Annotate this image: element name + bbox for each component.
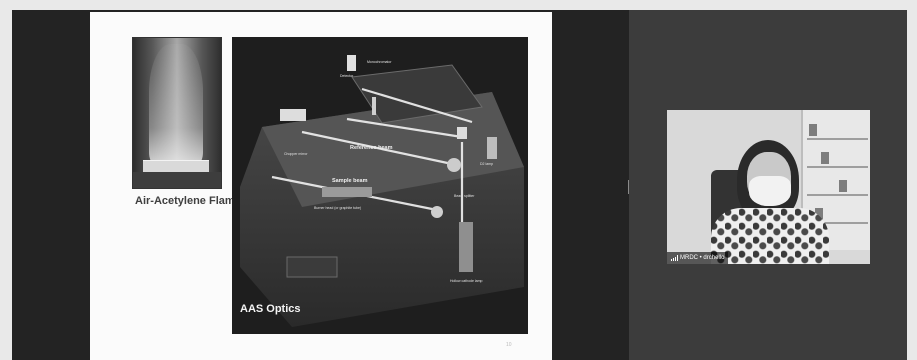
book xyxy=(821,152,829,164)
label-sample-beam: Sample beam xyxy=(332,178,368,184)
d2-lamp-icon xyxy=(487,137,497,159)
mirror-right xyxy=(457,127,467,139)
label-reference-beam: Reference beam xyxy=(350,145,393,151)
hollow-cathode-lamp-icon xyxy=(459,222,473,272)
top-strip xyxy=(12,0,907,10)
connection-signal-icon xyxy=(671,255,678,261)
label-chopper: Chopper mirror xyxy=(284,152,308,156)
detector-icon xyxy=(347,55,356,71)
flame-photo xyxy=(132,37,222,189)
optics-title: AAS Optics xyxy=(240,303,301,315)
burner-head-icon xyxy=(322,187,372,197)
presentation-slide: Air-Acetylene Flame xyxy=(90,12,552,360)
screen-share-area: Air-Acetylene Flame xyxy=(12,10,629,360)
front-handle xyxy=(287,257,337,277)
burner-base xyxy=(133,172,221,188)
label-detector: Detector xyxy=(340,74,354,78)
mirror-left xyxy=(280,109,306,121)
shelf-row xyxy=(807,138,868,140)
label-burner-head: Burner head (or graphite tube) xyxy=(314,206,361,210)
slide-page-number: 10 xyxy=(506,342,512,348)
label-hollow-cathode: Hollow cathode lamp xyxy=(450,279,483,283)
participant-body xyxy=(711,208,829,264)
label-monochromator: Monochromator xyxy=(367,60,392,64)
face-mask xyxy=(749,176,791,206)
shelf-row xyxy=(807,166,868,168)
label-d2-lamp: D2 lamp xyxy=(480,162,493,166)
lens-icon xyxy=(431,206,443,218)
participant-name: MRDC • drchello xyxy=(680,255,724,261)
flame-glow xyxy=(149,44,203,164)
shelf-row xyxy=(807,194,868,196)
meeting-window: Air-Acetylene Flame xyxy=(12,10,907,360)
participant-panel: MRDC • drchello xyxy=(629,10,907,360)
participant-video-tile[interactable]: MRDC • drchello xyxy=(667,110,870,264)
book xyxy=(809,124,817,136)
aas-optics-diagram: Monochromator Detector Chopper mirror Re… xyxy=(232,37,528,334)
label-beam-splitter: Beam splitter xyxy=(454,194,475,198)
participant-nametag: MRDC • drchello xyxy=(667,252,728,264)
aas-instrument-illustration: Monochromator Detector Chopper mirror Re… xyxy=(232,37,528,334)
slit xyxy=(372,97,376,115)
chopper-icon xyxy=(447,158,461,172)
book xyxy=(839,180,847,192)
